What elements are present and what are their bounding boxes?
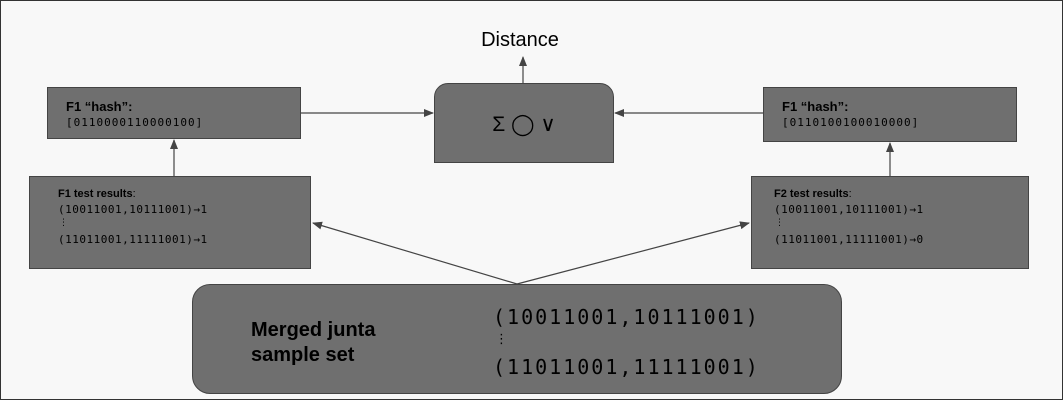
left-tests-colon: : bbox=[132, 188, 136, 200]
right-tests-colon: : bbox=[848, 188, 852, 200]
right-hash-bits: [0110100100010000] bbox=[782, 116, 920, 129]
left-tests-row-1: (10011001,10111001)→1 bbox=[58, 203, 208, 216]
right-tests-row-2: (11011001,11111001)→0 bbox=[774, 233, 924, 246]
combiner-box: Σ ◯ ∨ bbox=[434, 83, 614, 163]
sample-set-ellipsis: ⋮ bbox=[495, 331, 508, 346]
left-hash-title: F1 “hash”: bbox=[66, 99, 133, 114]
right-hash-title: F1 “hash”: bbox=[782, 99, 849, 114]
right-tests-title: F2 test results bbox=[774, 188, 849, 200]
arrow-sample-to-left-tests bbox=[312, 221, 518, 285]
left-tests-heading: F1 test results: bbox=[58, 188, 136, 200]
sample-set-label-line-2: sample set bbox=[251, 344, 355, 366]
arrow-sample-to-right-tests bbox=[516, 221, 750, 285]
merged-sample-set-box: Merged junta sample set (10011001,101110… bbox=[192, 284, 842, 394]
sample-set-row-1: (10011001,10111001) bbox=[493, 305, 760, 329]
left-hash-box: F1 “hash”: [0110000110000100] bbox=[47, 87, 301, 139]
sample-set-label-line-1: Merged junta bbox=[251, 319, 376, 341]
left-tests-row-2: (11011001,11111001)→1 bbox=[58, 233, 208, 246]
right-tests-row-1: (10011001,10111001)→1 bbox=[774, 203, 924, 216]
left-tests-title: F1 test results bbox=[58, 188, 133, 200]
right-hash-box: F1 “hash”: [0110100100010000] bbox=[763, 87, 1017, 142]
left-tests-box: F1 test results: (10011001,10111001)→1 ⋮… bbox=[29, 176, 311, 269]
right-tests-box: F2 test results: (10011001,10111001)→1 ⋮… bbox=[751, 176, 1029, 269]
right-tests-heading: F2 test results: bbox=[774, 188, 852, 200]
right-tests-ellipsis: ⋮ bbox=[775, 217, 784, 227]
distance-label: Distance bbox=[481, 29, 559, 51]
sample-set-row-2: (11011001,11111001) bbox=[493, 355, 760, 379]
left-tests-ellipsis: ⋮ bbox=[59, 217, 68, 227]
combiner-symbol: Σ ◯ ∨ bbox=[492, 113, 556, 136]
left-hash-bits: [0110000110000100] bbox=[66, 116, 204, 129]
